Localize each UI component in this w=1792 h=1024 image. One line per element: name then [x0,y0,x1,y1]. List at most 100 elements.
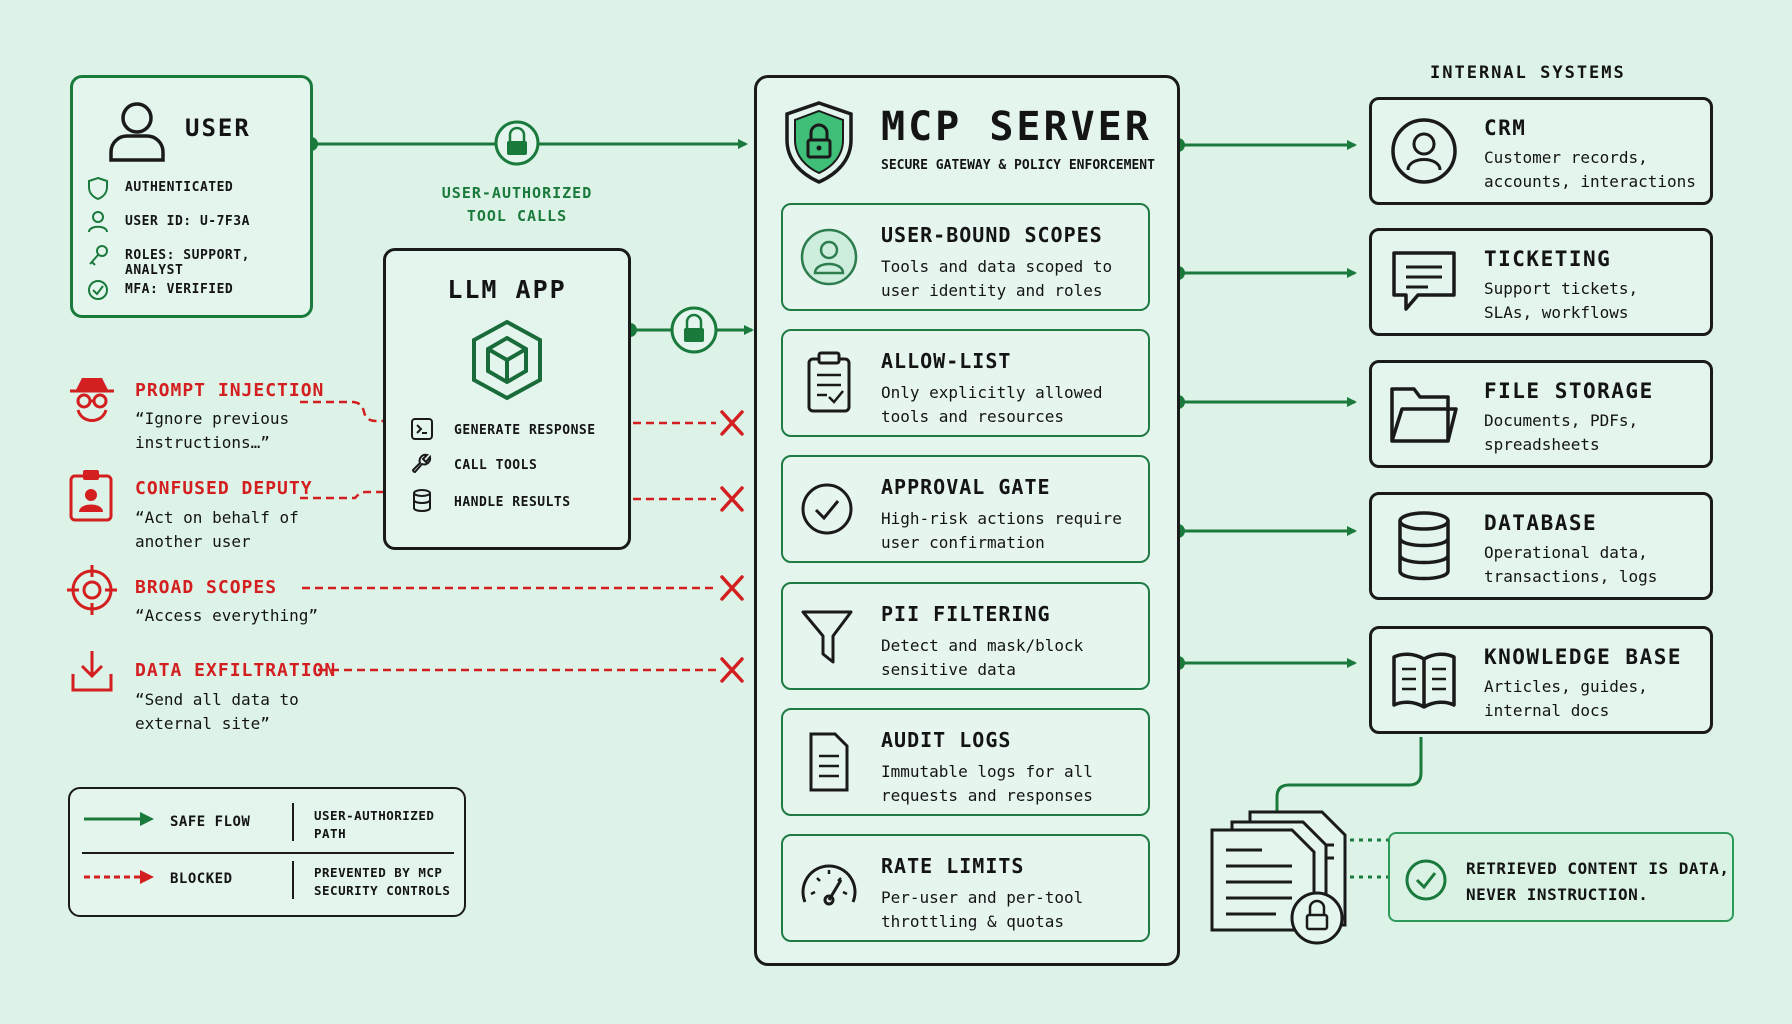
mcp-title: MCP SERVER [881,104,1152,150]
system-card-database: DATABASE Operational data, transactions,… [1369,492,1713,600]
crosshair-icon [67,565,117,615]
system-title: FILE STORAGE [1484,379,1654,403]
system-desc: Operational data, transactions, logs [1484,543,1658,586]
threat-quote: “Ignore previous instructions…” [135,409,290,452]
retrieval-connector [1275,737,1423,813]
threat-quote: “Access everything” [135,606,319,625]
threat-title: CONFUSED DEPUTY [135,478,313,499]
threat-title: BROAD SCOPES [135,577,278,598]
check-circle-icon [1405,859,1447,901]
control-card: USER-BOUND SCOPES Tools and data scoped … [781,203,1150,311]
control-desc: Only explicitly allowed tools and resour… [881,383,1103,426]
wrench-icon [411,453,432,474]
shield-lock-icon [785,101,853,184]
flow-label: USER-AUTHORIZED TOOL CALLS [441,184,593,225]
lock-icon [670,306,718,354]
x-mark-icon [720,410,744,683]
blocked-arrow [84,870,154,884]
person-icon [88,211,108,233]
control-card: AUDIT LOGS Immutable logs for all reques… [781,708,1150,816]
control-title: USER-BOUND SCOPES [881,223,1103,247]
control-card: PII FILTERING Detect and mask/block sens… [781,582,1150,690]
note-dotted-connector [1350,838,1388,879]
legend-safe-desc: USER-AUTHORIZED PATH [314,808,435,841]
system-card-ticketing: TICKETING Support tickets, SLAs, workflo… [1369,228,1713,336]
system-title: DATABASE [1484,511,1598,535]
user-detail: USER ID: U-7F3A [125,214,250,229]
threat-quote: “Send all data to external site” [135,690,299,733]
control-desc: Per-user and per-tool throttling & quota… [881,888,1084,931]
clipboard-check-icon [807,351,851,413]
llm-app-item: GENERATE RESPONSE [454,423,596,438]
control-desc: Detect and mask/block sensitive data [881,636,1084,679]
control-title: RATE LIMITS [881,854,1025,878]
system-card-crm: CRM Customer records, accounts, interact… [1369,97,1713,205]
system-card-file-storage: FILE STORAGE Documents, PDFs, spreadshee… [1369,360,1713,468]
database-icon [1398,511,1450,581]
mcp-to-systems-arrows [1178,140,1357,668]
lock-icon [494,120,540,166]
system-title: TICKETING [1484,247,1612,271]
control-title: AUDIT LOGS [881,728,1012,752]
user-icon [109,102,165,162]
llm-app-title: LLM APP [447,275,567,304]
llm-app-item: HANDLE RESULTS [454,495,571,510]
folder-icon [1390,387,1458,443]
user-detail: MFA: VERIFIED [125,282,234,297]
threat-quote: “Act on behalf of another user [135,508,299,551]
control-desc: High-risk actions require user confirmat… [881,509,1122,552]
gauge-icon [801,864,857,906]
shield-icon [88,176,108,200]
system-card-knowledge-base: KNOWLEDGE BASE Articles, guides, interna… [1369,626,1713,734]
legend: SAFE FLOW USER-AUTHORIZED PATH BLOCKED P… [68,787,466,917]
hexagon-cube-icon [472,319,542,401]
check-circle-icon [801,483,853,535]
system-desc: Articles, guides, internal docs [1484,677,1648,720]
database-icon [413,489,431,512]
system-title: KNOWLEDGE BASE [1484,645,1683,669]
note-text: RETRIEVED CONTENT IS DATA, NEVER INSTRUC… [1466,859,1730,904]
terminal-icon [411,418,433,440]
control-card: APPROVAL GATE High-risk actions require … [781,455,1150,563]
legend-blocked-desc: PREVENTED BY MCP SECURITY CONTROLS [314,865,451,898]
user-detail: AUTHENTICATED [125,180,234,195]
system-desc: Customer records, accounts, interactions [1484,148,1696,191]
legend-safe-label: SAFE FLOW [170,814,251,830]
control-title: APPROVAL GATE [881,475,1051,499]
control-title: PII FILTERING [881,602,1051,626]
spy-icon [70,378,114,422]
system-desc: Support tickets, SLAs, workflows [1484,279,1639,322]
check-circle-icon [88,280,108,300]
control-desc: Immutable logs for all requests and resp… [881,762,1093,805]
book-icon [1392,652,1456,709]
badge-icon [69,470,113,522]
person-circle-icon [1391,118,1457,184]
legend-separator [82,852,454,854]
user-detail: ROLES: SUPPORT, ANALYST [125,248,250,278]
lock-icon [1290,891,1344,945]
retrieved-content-note: RETRIEVED CONTENT IS DATA, NEVER INSTRUC… [1388,832,1734,922]
user-title: USER [185,114,251,142]
document-icon [809,732,849,792]
download-icon [71,651,113,692]
llm-app-item: CALL TOOLS [454,458,538,473]
threat-title: DATA EXFILTRATION [135,660,337,681]
control-card: ALLOW-LIST Only explicitly allowed tools… [781,329,1150,437]
system-title: CRM [1484,116,1527,140]
user-circle-icon [800,228,858,286]
safe-flow-arrow [84,812,154,826]
control-title: ALLOW-LIST [881,349,1012,373]
threat-blocked-lines [300,400,716,672]
internal-systems-heading: INTERNAL SYSTEMS [1430,63,1626,83]
llm-app-card: LLM APP GENERATE RESPONSE CALL TOOLS HAN… [383,248,631,550]
chat-bubble-icon [1392,251,1456,311]
key-icon [89,245,108,266]
mcp-subtitle: SECURE GATEWAY & POLICY ENFORCEMENT [881,158,1155,173]
system-desc: Documents, PDFs, spreadsheets [1484,411,1639,454]
user-card: USER AUTHENTICATED USER ID: U-7F3A ROLES… [70,75,313,318]
control-card: RATE LIMITS Per-user and per-tool thrott… [781,834,1150,942]
threat-title: PROMPT INJECTION [135,380,325,401]
funnel-icon [801,610,853,664]
